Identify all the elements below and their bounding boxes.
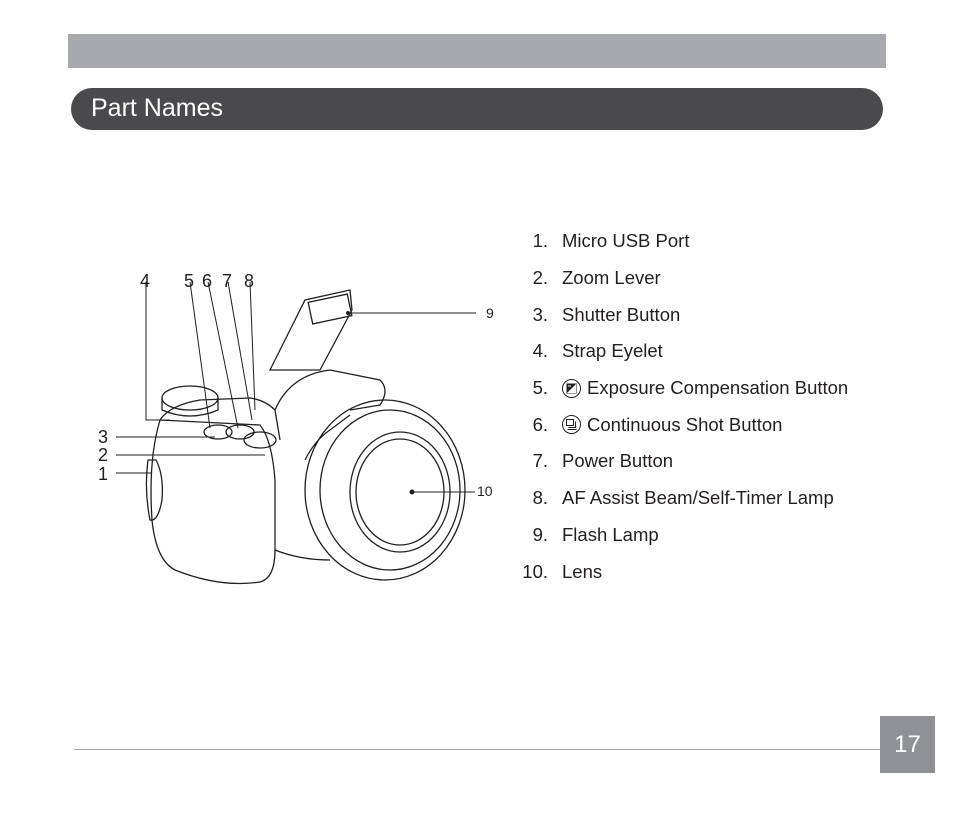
item-number: 10.	[522, 560, 548, 582]
item-label: Micro USB Port	[562, 230, 690, 252]
footer-divider	[74, 749, 880, 750]
callout-4: 4	[140, 271, 150, 291]
list-item: 9. Flash Lamp	[512, 517, 932, 554]
top-decorative-bar	[68, 34, 886, 68]
list-item: 7. Power Button	[512, 443, 932, 480]
item-label: Shutter Button	[562, 303, 681, 325]
item-label: Exposure Compensation Button	[587, 377, 849, 399]
callout-9: 9	[486, 305, 494, 321]
callout-6: 6	[202, 271, 212, 291]
item-label: Zoom Lever	[562, 267, 661, 289]
flash-window	[307, 293, 353, 325]
item-number: 6.	[532, 413, 548, 435]
item-label: Continuous Shot Button	[587, 413, 783, 435]
list-item: 1. Micro USB Port	[512, 223, 932, 260]
item-number: 1.	[532, 230, 548, 252]
mode-dial	[161, 385, 219, 411]
top-button-2	[225, 424, 255, 440]
list-item: 4. Strap Eyelet	[512, 333, 932, 370]
camera-grip	[150, 419, 276, 585]
list-item: 8. AF Assist Beam/Self-Timer Lamp	[512, 480, 932, 517]
list-item: 5. Exposure Compensation Button	[512, 370, 932, 407]
lens-barrel	[304, 399, 466, 581]
list-item: 6. Continuous Shot Button	[512, 406, 932, 443]
callout-7: 7	[222, 271, 232, 291]
callout-2: 2	[98, 445, 108, 465]
item-label: Strap Eyelet	[562, 340, 663, 362]
item-number: 7.	[532, 450, 548, 472]
item-label: Power Button	[562, 450, 674, 472]
top-button-1	[203, 424, 233, 440]
item-number: 9.	[532, 523, 548, 545]
port-cover	[145, 459, 164, 521]
callout-5: 5	[184, 271, 194, 291]
item-label: AF Assist Beam/Self-Timer Lamp	[562, 487, 834, 509]
callout-8: 8	[244, 271, 254, 291]
camera-diagram: 1 2 3 4 5 6 7 8 9 10	[90, 260, 510, 600]
item-number: 5.	[532, 377, 548, 399]
top-button-3	[243, 431, 277, 449]
item-number: 8.	[532, 487, 548, 509]
list-item: 10. Lens	[512, 553, 932, 590]
callout-1: 1	[98, 464, 108, 484]
item-label: Flash Lamp	[562, 523, 659, 545]
callout-3: 3	[98, 427, 108, 447]
continuous-shot-icon	[562, 415, 581, 435]
list-item: 3. Shutter Button	[512, 296, 932, 333]
camera-body-top	[159, 397, 281, 441]
page-title: Part Names	[91, 94, 223, 122]
flash-arm	[268, 289, 353, 371]
exposure-compensation-icon	[562, 378, 581, 398]
item-number: 4.	[532, 340, 548, 362]
section-header: Part Names	[71, 88, 883, 130]
camera-illustration: 1 2 3 4 5 6 7 8 9 10	[98, 271, 494, 585]
item-number: 3.	[532, 303, 548, 325]
callout-10: 10	[477, 483, 493, 499]
page-number: 17	[880, 716, 935, 773]
item-number: 2.	[532, 267, 548, 289]
item-label: Lens	[562, 560, 603, 582]
list-item: 2. Zoom Lever	[512, 260, 932, 297]
parts-list: 1. Micro USB Port 2. Zoom Lever 3. Shutt…	[512, 223, 932, 590]
